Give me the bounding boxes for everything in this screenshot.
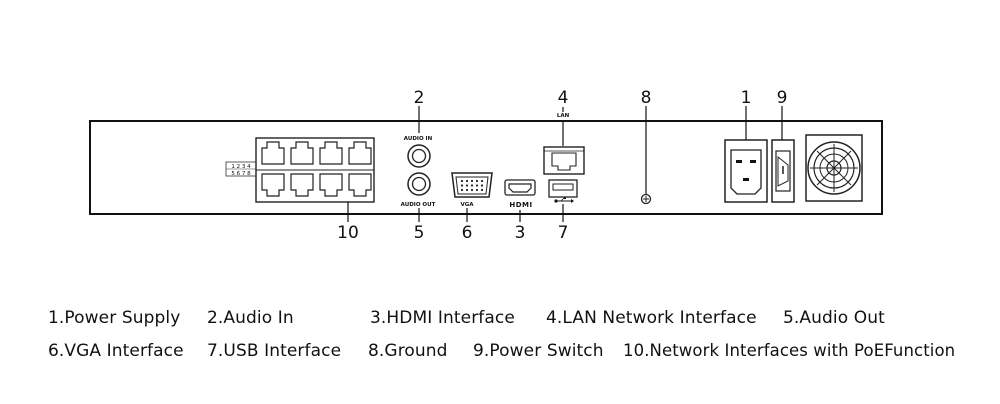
vga-pin bbox=[465, 188, 469, 192]
callout-numbers: 2 4 8 1 9 10 5 6 3 7 bbox=[337, 88, 787, 243]
callout-9: 9 bbox=[777, 88, 788, 108]
legend-item-9: 9.Power Switch bbox=[473, 341, 604, 361]
vga-pin bbox=[475, 184, 479, 187]
vga-pin bbox=[465, 184, 469, 187]
vga-pin bbox=[465, 179, 469, 183]
callout-7: 7 bbox=[558, 223, 569, 243]
legend-item-2: 2.Audio In bbox=[207, 308, 294, 328]
rj45-port bbox=[319, 141, 343, 165]
vga-pin bbox=[475, 179, 479, 183]
hdmi-port bbox=[504, 179, 536, 196]
audio-in-label: AUDIO IN bbox=[404, 136, 433, 142]
callout-4: 4 bbox=[558, 88, 569, 108]
vga-pin bbox=[480, 184, 484, 187]
vga-pin bbox=[470, 188, 474, 192]
lan-label: LAN bbox=[557, 113, 570, 119]
legend-item-8: 8.Ground bbox=[368, 341, 448, 361]
usb-port bbox=[548, 179, 578, 198]
rj45-port bbox=[290, 173, 314, 197]
legend-item-6: 6.VGA Interface bbox=[48, 341, 184, 361]
ground-screw bbox=[640, 193, 652, 205]
callout-1: 1 bbox=[741, 88, 752, 108]
callout-6: 6 bbox=[462, 223, 473, 243]
rj45-port bbox=[348, 141, 372, 165]
vga-port bbox=[451, 172, 493, 198]
lan-port bbox=[543, 146, 585, 175]
legend-item-1: 1.Power Supply bbox=[48, 308, 181, 328]
usb-icon bbox=[554, 197, 574, 203]
legend-item-4: 4.LAN Network Interface bbox=[546, 308, 757, 328]
vga-pin bbox=[460, 179, 464, 183]
audio-in-jack bbox=[407, 144, 431, 168]
legend-item-7: 7.USB Interface bbox=[207, 341, 342, 361]
rj45-port bbox=[319, 173, 343, 197]
audio-out-jack bbox=[407, 172, 431, 196]
power-supply-socket bbox=[724, 139, 768, 203]
leader-lines bbox=[347, 106, 783, 222]
port-number-block: 1 2 3 4 5 6 7 8 bbox=[225, 161, 257, 177]
rj45-port bbox=[261, 141, 285, 165]
callout-5: 5 bbox=[414, 223, 425, 243]
callout-8: 8 bbox=[641, 88, 652, 108]
vga-pin bbox=[480, 179, 484, 183]
vga-pin bbox=[480, 188, 484, 192]
legend-item-5: 5.Audio Out bbox=[783, 308, 885, 328]
callout-10: 10 bbox=[337, 223, 359, 243]
hdmi-logo: HDMI bbox=[509, 201, 532, 209]
vga-label: VGA bbox=[460, 202, 474, 208]
callout-3: 3 bbox=[515, 223, 526, 243]
rj45-port bbox=[348, 173, 372, 197]
vga-pin bbox=[470, 184, 474, 187]
callout-2: 2 bbox=[414, 88, 425, 108]
legend-item-3: 3.HDMI Interface bbox=[370, 308, 515, 328]
rj45-port bbox=[290, 141, 314, 165]
vga-pin bbox=[460, 184, 464, 187]
legend-item-10: 10.Network Interfaces with PoEFunction bbox=[623, 341, 956, 360]
power-switch bbox=[771, 139, 795, 203]
audio-out-label: AUDIO OUT bbox=[401, 202, 436, 208]
rj45-port bbox=[261, 173, 285, 197]
poe-network-ports bbox=[255, 137, 375, 203]
vga-pin bbox=[470, 179, 474, 183]
port-numbers-top: 1 2 3 4 bbox=[231, 164, 251, 170]
vga-pin bbox=[460, 188, 464, 192]
port-numbers-bottom: 5 6 7 8 bbox=[231, 171, 251, 177]
vga-pin bbox=[475, 188, 479, 192]
fan-icon bbox=[805, 134, 863, 202]
